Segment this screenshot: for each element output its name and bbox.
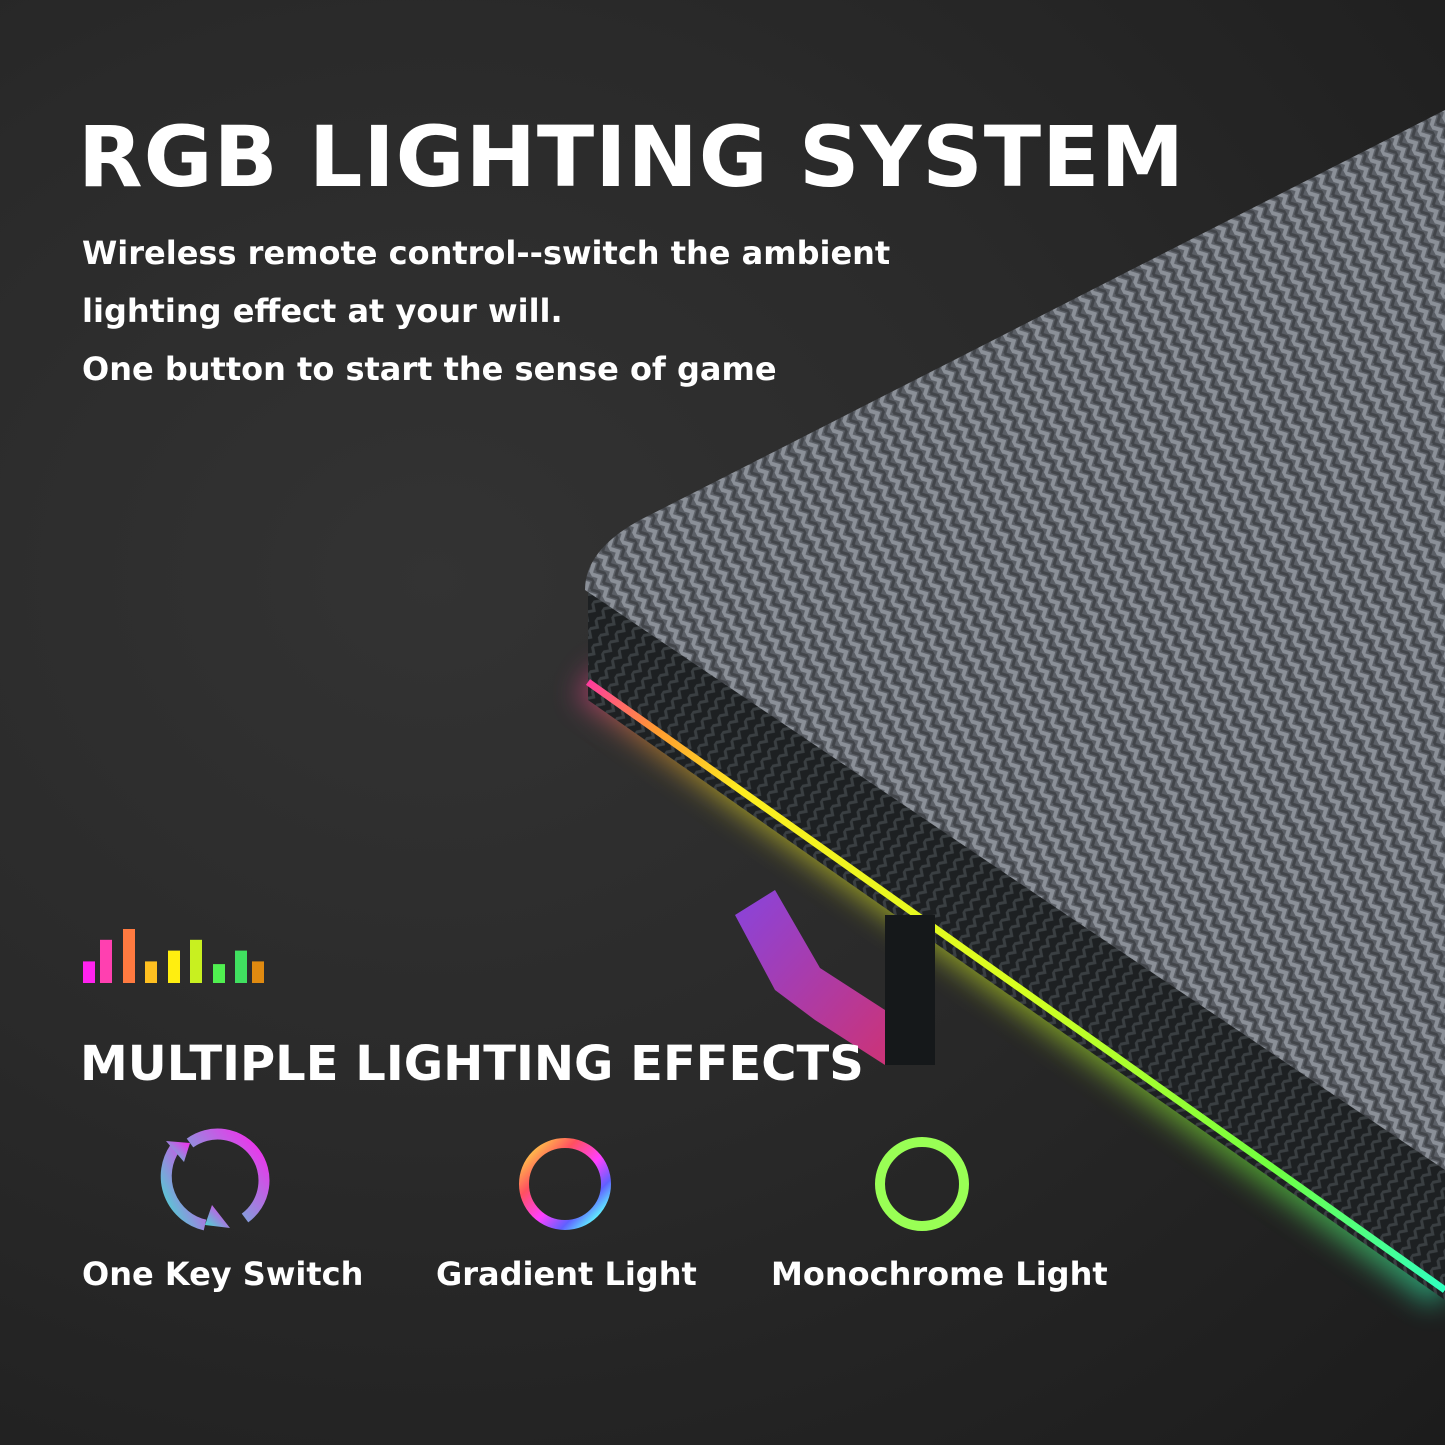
green-ring-icon: [875, 1137, 969, 1231]
equalizer-bar: [83, 961, 95, 983]
subtitle-line: lighting effect at your will.: [82, 292, 563, 330]
equalizer-bar: [100, 939, 112, 983]
equalizer-bar: [145, 961, 157, 983]
rainbow-ring-icon: [519, 1138, 611, 1230]
section-title: MULTIPLE LIGHTING EFFECTS: [80, 1036, 864, 1092]
equalizer-bar: [252, 961, 264, 983]
equalizer-bar: [213, 964, 225, 983]
subtitle-line: Wireless remote control--switch the ambi…: [82, 234, 891, 272]
page-title: RGB LIGHTING SYSTEM: [78, 108, 1186, 206]
equalizer-bar: [235, 950, 247, 983]
switch-arrows-icon: [160, 1128, 270, 1231]
leg-bracket: [735, 890, 885, 1065]
effect-label-monochrome-light: Monochrome Light: [771, 1255, 1108, 1293]
equalizer-bar: [168, 950, 180, 983]
equalizer-bar: [123, 929, 135, 983]
subtitle-line: One button to start the sense of game: [82, 350, 777, 388]
equalizer-icon: [83, 929, 264, 983]
effect-label-gradient-light: Gradient Light: [436, 1255, 697, 1293]
effect-label-one-key-switch: One Key Switch: [82, 1255, 364, 1293]
equalizer-bar: [190, 939, 202, 983]
